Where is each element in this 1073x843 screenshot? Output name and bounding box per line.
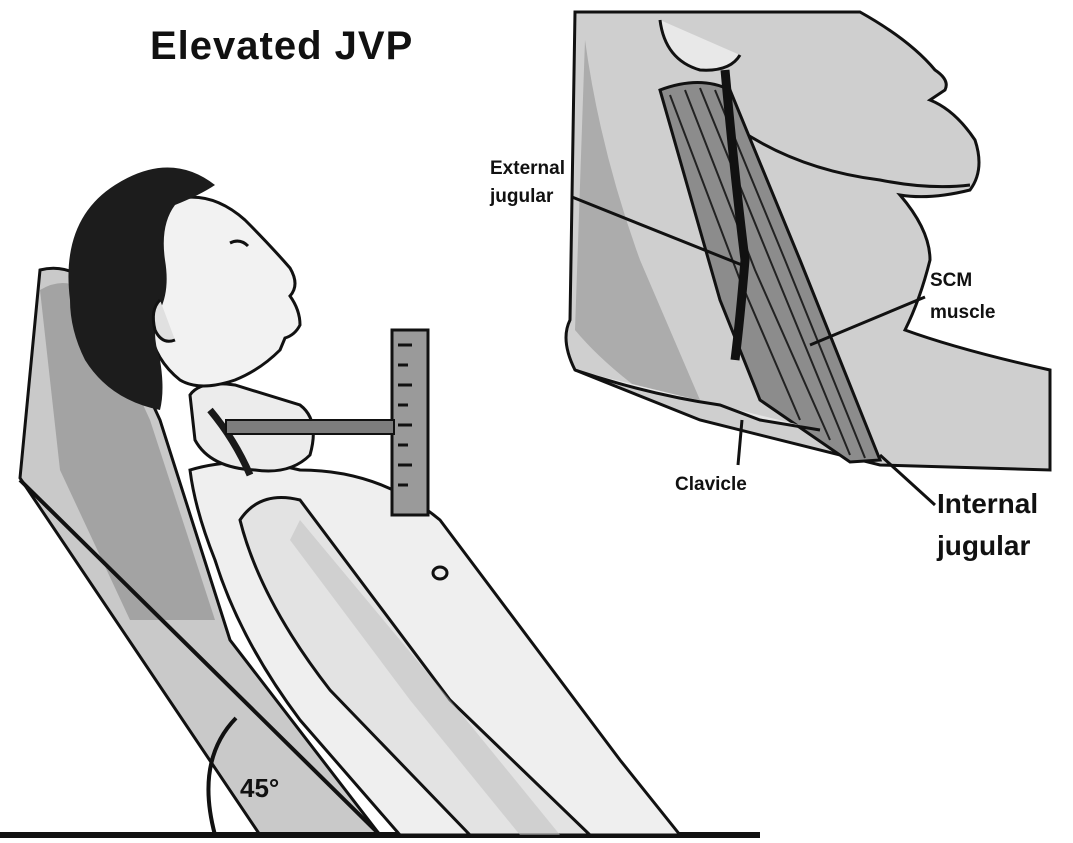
label-scm-line1: SCM <box>930 270 972 292</box>
ruler-horizontal <box>226 420 394 434</box>
neck-anatomy-inset <box>566 12 1050 505</box>
label-internal-jugular-line1: Internal <box>937 488 1038 520</box>
label-external-jugular-line1: External <box>490 158 565 180</box>
ruler-vertical <box>392 330 428 515</box>
label-scm-line2: muscle <box>930 302 995 324</box>
label-internal-jugular-line2: jugular <box>937 530 1030 562</box>
label-clavicle: Clavicle <box>675 474 747 496</box>
label-angle: 45° <box>240 773 279 804</box>
label-external-jugular-line2: jugular <box>490 186 553 208</box>
patient-face <box>150 197 300 386</box>
figure-title: Elevated JVP <box>150 24 413 69</box>
